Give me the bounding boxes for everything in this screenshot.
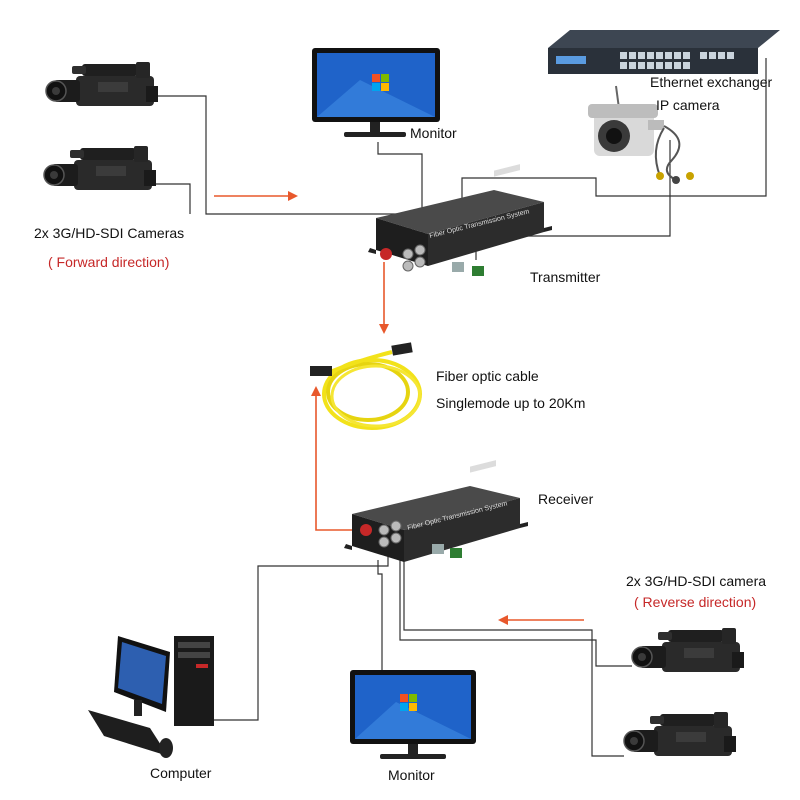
monitor-top-label: Monitor [410, 125, 457, 141]
fiber-optic-label: Fiber optic cable [436, 368, 539, 384]
monitor-top [312, 48, 440, 137]
transmitter-label: Transmitter [530, 269, 601, 285]
ethernet-switch [548, 30, 780, 74]
monitor-bottom-label: Monitor [388, 767, 435, 783]
monitor-bottom [350, 670, 476, 759]
cameras-reverse-label: 2x 3G/HD-SDI camera [626, 573, 767, 589]
signal-arrows [214, 191, 584, 625]
reverse-direction-label: ( Reverse direction) [634, 594, 757, 610]
computer-label: Computer [150, 765, 212, 781]
camera-forward-2 [43, 145, 157, 191]
fiber-cable [310, 342, 422, 430]
computer [88, 636, 214, 758]
receiver-label: Receiver [538, 491, 594, 507]
receiver-device: Fiber Optic Transmission System [344, 460, 528, 562]
forward-direction-label: ( Forward direction) [48, 254, 170, 270]
camera-reverse-2 [623, 711, 737, 757]
ip-camera-label: IP camera [656, 97, 720, 113]
camera-reverse-1 [631, 627, 745, 673]
singlemode-label: Singlemode up to 20Km [436, 395, 586, 411]
ip-camera [588, 85, 694, 184]
cameras-forward-label: 2x 3G/HD-SDI Cameras [34, 225, 185, 241]
camera-forward-1 [45, 61, 159, 107]
transmitter-device: Fiber Optic Transmission System [368, 164, 552, 276]
ethernet-exchanger-label: Ethernet exchanger [650, 74, 773, 90]
